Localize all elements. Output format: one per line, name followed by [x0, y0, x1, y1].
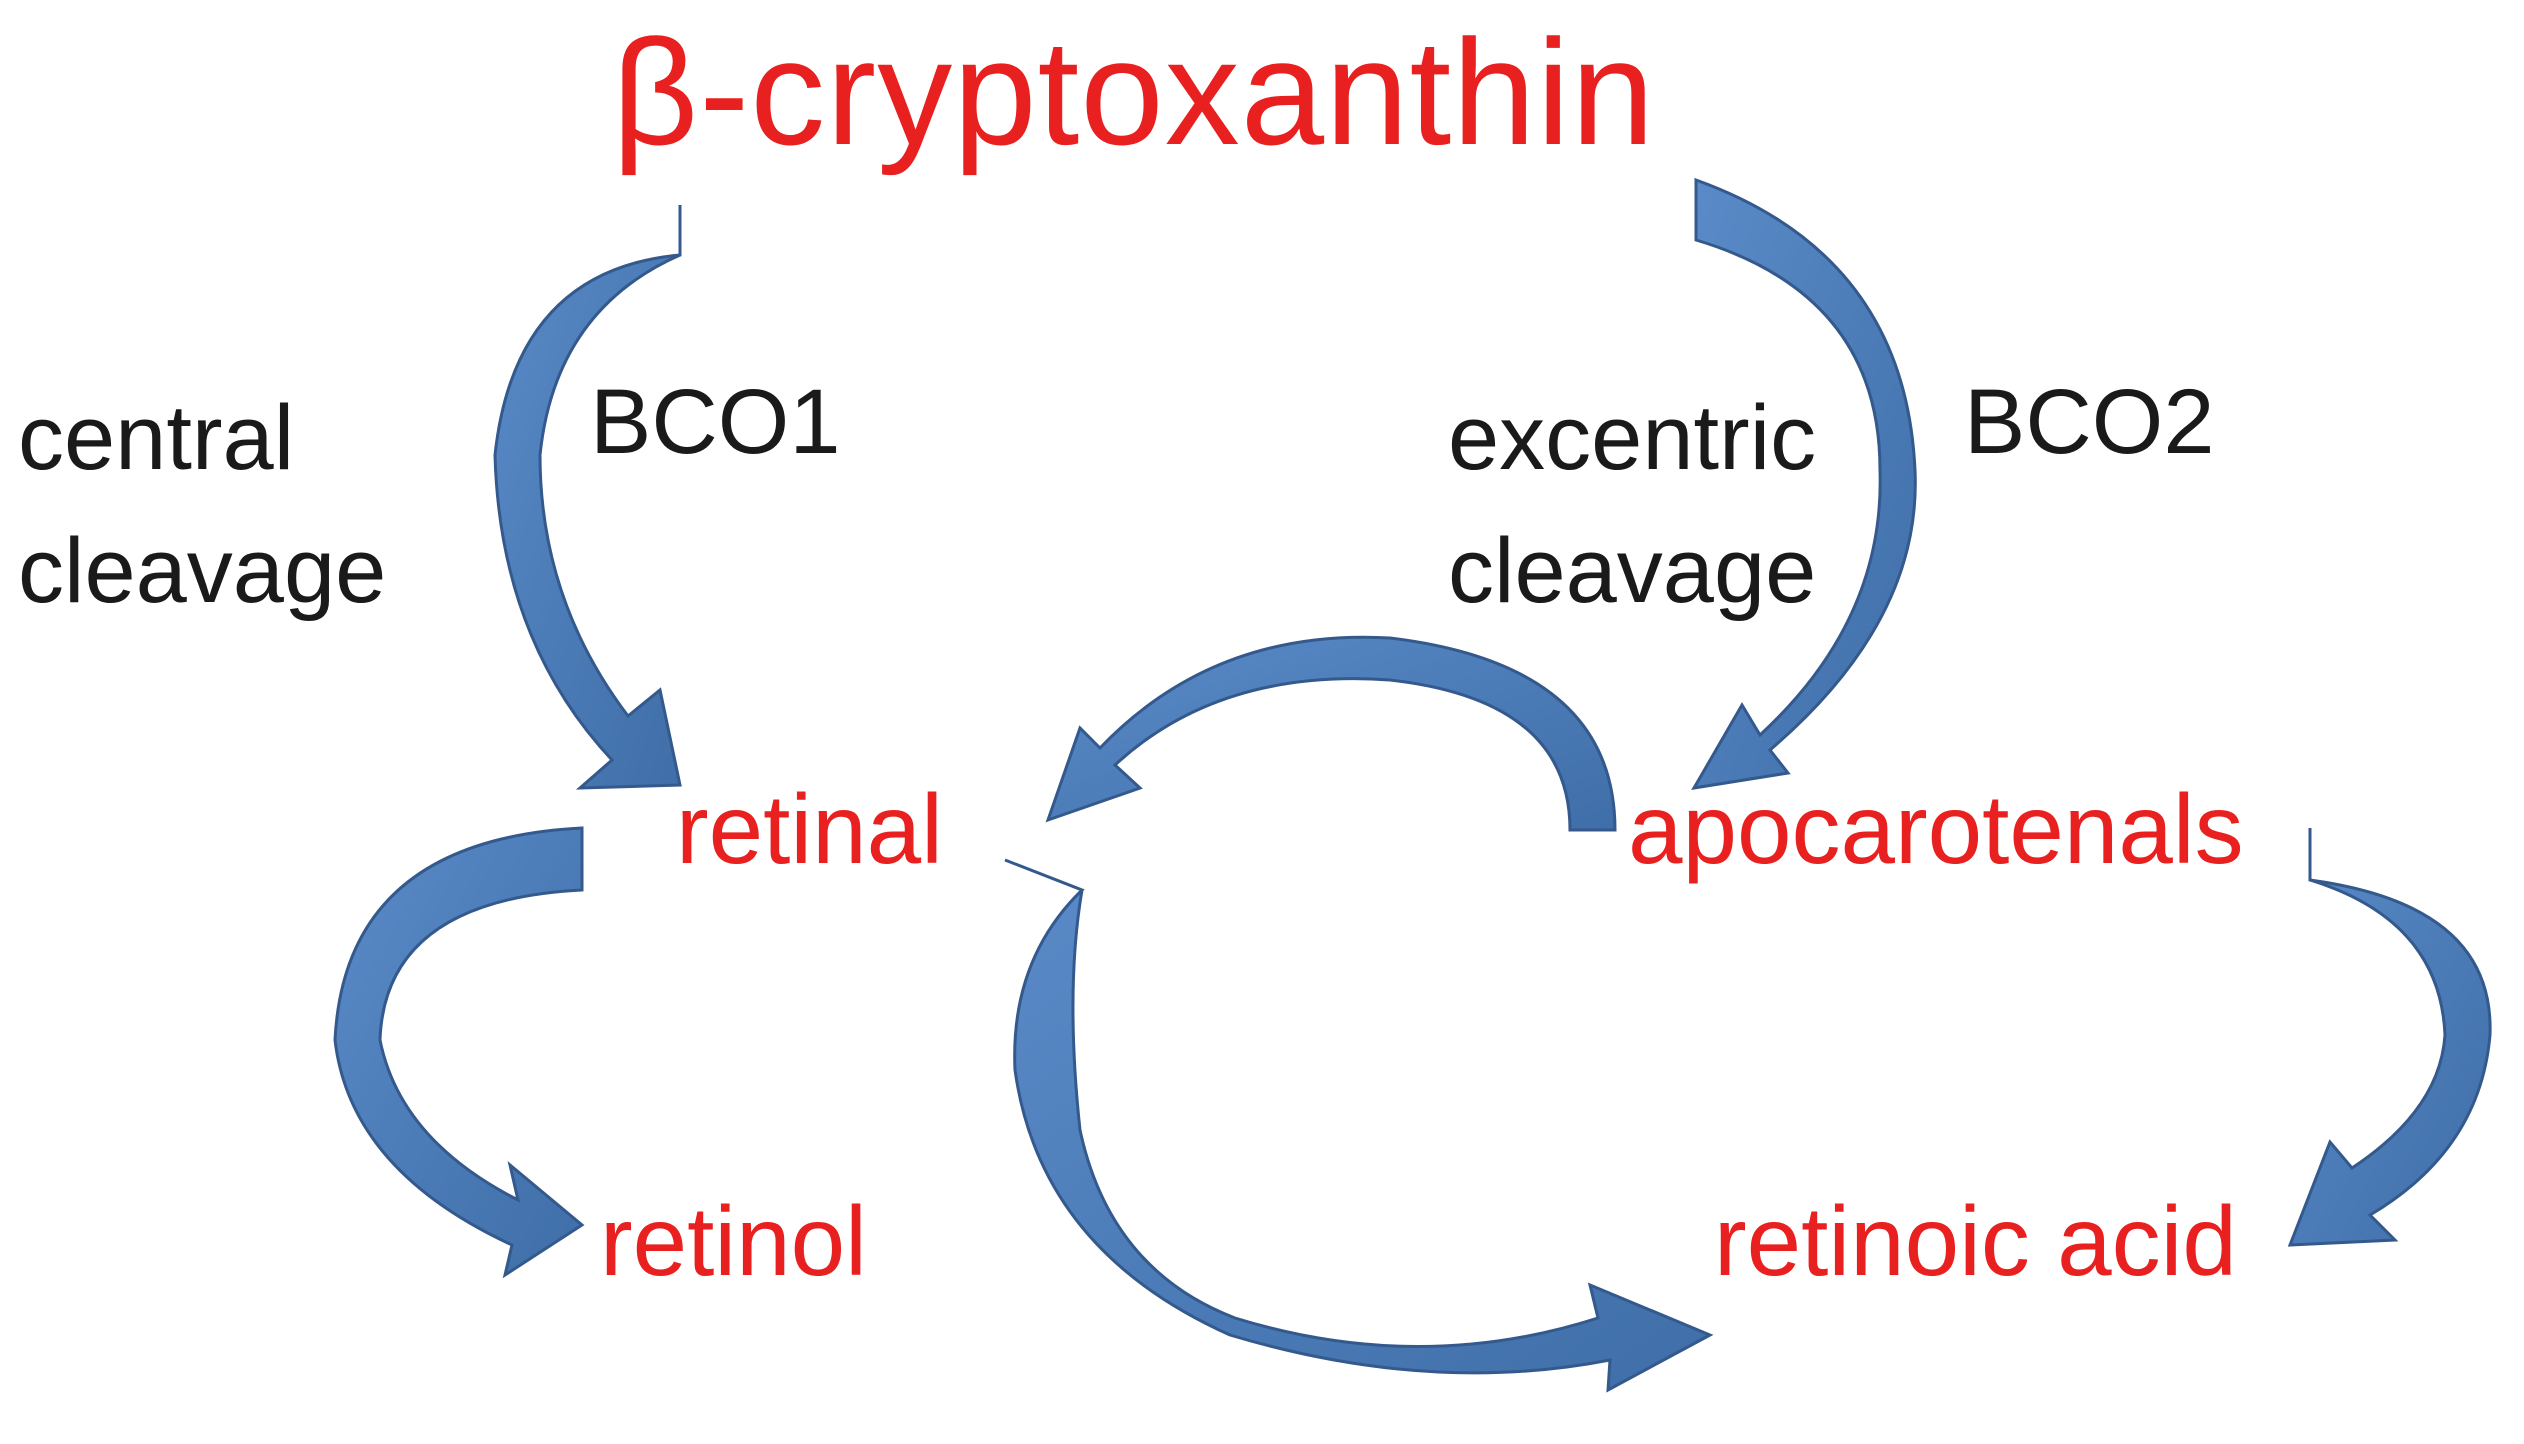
enzyme-bco1-label: BCO1	[590, 371, 841, 473]
product-retinol: retinol	[600, 1186, 867, 1296]
excentric-cleavage-label: excentric cleavage	[1448, 372, 1816, 639]
central-cleavage-line1: central	[18, 387, 295, 489]
excentric-cleavage-line1: excentric	[1448, 387, 1817, 489]
product-retinoic-acid: retinoic acid	[1714, 1186, 2237, 1296]
source-compound-title: β-cryptoxanthin	[612, 8, 1656, 176]
arrow-cryptoxanthin-to-apocarotenals	[1691, 177, 1917, 790]
product-retinal: retinal	[676, 774, 943, 884]
arrow-apocarotenals-to-retinal	[1045, 635, 1617, 832]
arrow-apocarotenals-to-retinoic-acid	[2287, 828, 2492, 1247]
product-apocarotenals: apocarotenals	[1628, 774, 2244, 884]
central-cleavage-line2: cleavage	[18, 520, 387, 623]
arrow-retinal-to-retinol	[333, 826, 585, 1279]
arrow-retinal-to-retinoic-acid	[1004, 858, 1714, 1393]
excentric-cleavage-line2: cleavage	[1448, 520, 1817, 623]
enzyme-bco2-label: BCO2	[1964, 371, 2215, 473]
central-cleavage-label: central cleavage	[18, 372, 386, 639]
arrow-cryptoxanthin-to-retinal	[493, 205, 682, 790]
